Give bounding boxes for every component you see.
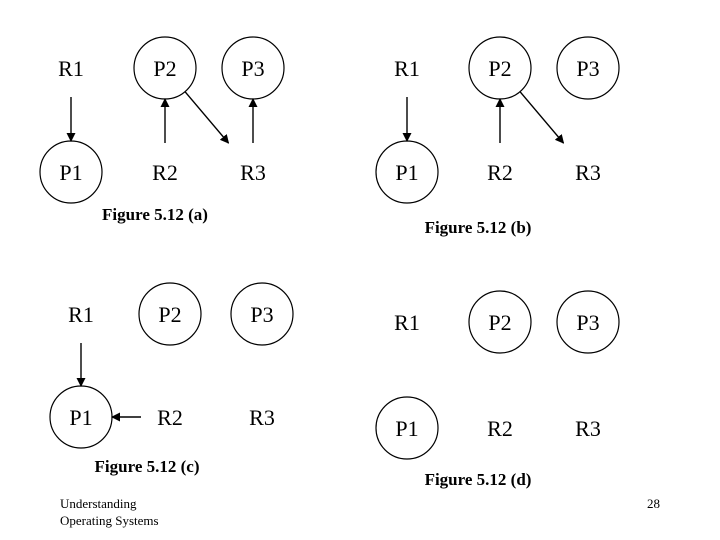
figure-caption-d: Figure 5.12 (d)	[425, 470, 532, 489]
resource-label-r2: R2	[487, 160, 513, 185]
figure-caption-a: Figure 5.12 (a)	[102, 205, 208, 224]
process-node-p3	[556, 290, 620, 354]
process-label-p3: P3	[576, 56, 599, 81]
process-label-p2: P2	[153, 56, 176, 81]
resource-label-r1: R1	[58, 56, 84, 81]
process-node-p2	[138, 282, 202, 346]
page-number: 28	[647, 496, 660, 511]
process-label-p2: P2	[158, 302, 181, 327]
resource-label-r1: R1	[394, 56, 420, 81]
process-label-p2: P2	[488, 56, 511, 81]
footer-course-line1: Understanding	[60, 496, 137, 511]
footer-course-title: Understanding Operating Systems	[60, 495, 159, 529]
figure-caption-c: Figure 5.12 (c)	[95, 457, 200, 476]
process-label-p1: P1	[69, 405, 92, 430]
process-label-p3: P3	[241, 56, 264, 81]
process-label-p3: P3	[576, 310, 599, 335]
process-label-p3: P3	[250, 302, 273, 327]
edge-p2-to-r3	[519, 91, 565, 144]
process-node-p3	[556, 36, 620, 100]
process-label-p1: P1	[395, 416, 418, 441]
resource-label-r3: R3	[249, 405, 275, 430]
resource-label-r3: R3	[575, 416, 601, 441]
resource-label-r1: R1	[394, 310, 420, 335]
process-node-p2	[468, 290, 532, 354]
resource-label-r3: R3	[575, 160, 601, 185]
edge-p2-to-r3	[184, 91, 230, 144]
process-node-p1	[375, 396, 439, 460]
footer-course-line2: Operating Systems	[60, 513, 159, 528]
resource-label-r3: R3	[240, 160, 266, 185]
resource-label-r2: R2	[152, 160, 178, 185]
resource-label-r2: R2	[157, 405, 183, 430]
process-label-p1: P1	[59, 160, 82, 185]
resource-label-r1: R1	[68, 302, 94, 327]
figure-caption-b: Figure 5.12 (b)	[425, 218, 532, 237]
process-label-p2: P2	[488, 310, 511, 335]
process-node-p3	[230, 282, 294, 346]
process-label-p1: P1	[395, 160, 418, 185]
resource-label-r2: R2	[487, 416, 513, 441]
